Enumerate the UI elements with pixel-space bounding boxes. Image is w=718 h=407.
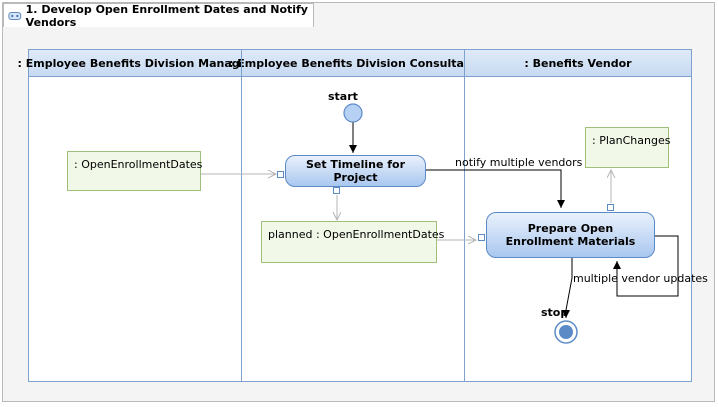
lane-label: : Benefits Vendor	[524, 56, 632, 70]
object-node-planned-dates[interactable]: planned : OpenEnrollmentDates	[261, 221, 444, 263]
lane-header-manager[interactable]: : Employee Benefits Division Manager	[18, 49, 253, 77]
object-node-label: planned : OpenEnrollmentDates	[268, 228, 445, 241]
diagram-tab[interactable]: 1. Develop Open Enrollment Dates and Not…	[3, 2, 314, 29]
lane-label: : Employee Benefits Division Consultant	[229, 56, 478, 70]
start-label: start	[328, 90, 358, 103]
object-node-open-enrollment-dates[interactable]: : OpenEnrollmentDates	[67, 151, 203, 191]
action-set-timeline[interactable]: Set Timeline for Project	[285, 155, 426, 187]
output-pin[interactable]	[607, 204, 614, 211]
lane-header-vendor[interactable]: : Benefits Vendor	[464, 49, 692, 77]
action-label: Prepare Open Enrollment Materials	[505, 222, 636, 248]
lane-label: : Employee Benefits Division Manager	[17, 56, 253, 70]
action-label: Set Timeline for Project	[305, 158, 406, 184]
initial-node[interactable]	[343, 103, 363, 123]
input-pin[interactable]	[478, 234, 485, 241]
lane-header-consultant[interactable]: : Employee Benefits Division Consultant	[229, 49, 477, 77]
action-prepare-materials[interactable]: Prepare Open Enrollment Materials	[486, 212, 655, 258]
edge-label-notify: notify multiple vendors	[455, 156, 583, 169]
diagram-title: 1. Develop Open Enrollment Dates and Not…	[25, 2, 308, 29]
object-node-label: : OpenEnrollmentDates	[74, 158, 203, 171]
lane-divider	[464, 49, 465, 382]
output-pin[interactable]	[333, 187, 340, 194]
input-pin[interactable]	[277, 171, 284, 178]
final-node-inner	[559, 325, 573, 339]
control-flow-notify[interactable]	[426, 169, 565, 208]
control-flow-updates[interactable]	[613, 235, 679, 297]
lane-divider	[241, 49, 242, 382]
activity-diagram-icon	[8, 11, 22, 20]
object-node-label: : PlanChanges	[592, 134, 671, 147]
edge-label-updates: multiple vendor updates	[573, 272, 708, 285]
stop-label: stop	[541, 306, 569, 319]
control-flow-stop[interactable]	[562, 258, 573, 318]
object-node-plan-changes[interactable]: : PlanChanges	[585, 127, 671, 168]
